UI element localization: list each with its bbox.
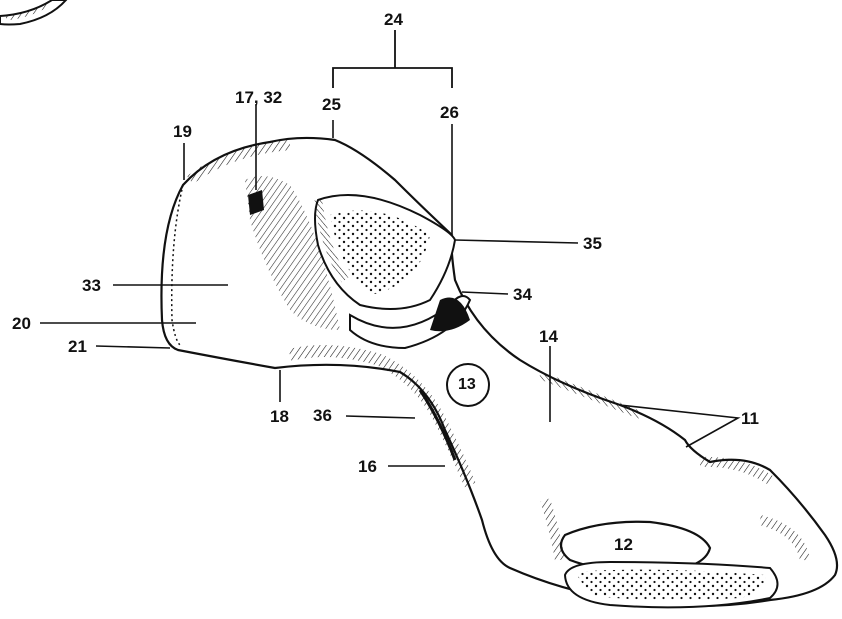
bracket-24	[333, 68, 452, 88]
label-35: 35	[583, 235, 602, 252]
label-19: 19	[173, 123, 192, 140]
label-12: 12	[614, 536, 633, 553]
label-34: 34	[513, 286, 532, 303]
label-11: 11	[741, 410, 759, 427]
leader-35	[455, 240, 578, 243]
label-25: 25	[322, 96, 341, 113]
label-33: 33	[82, 277, 101, 294]
label-21: 21	[68, 338, 87, 355]
label-24: 24	[384, 11, 403, 28]
label-36: 36	[313, 407, 332, 424]
label-16: 16	[358, 458, 377, 475]
leader-34	[462, 292, 508, 294]
label-26: 26	[440, 104, 459, 121]
label-13: 13	[458, 377, 476, 393]
label-20: 20	[12, 315, 31, 332]
label-14: 14	[539, 328, 558, 345]
label-18: 18	[270, 408, 289, 425]
leader-36	[346, 416, 415, 418]
leader-21	[96, 346, 170, 348]
label-17-32: 17, 32	[235, 89, 282, 106]
